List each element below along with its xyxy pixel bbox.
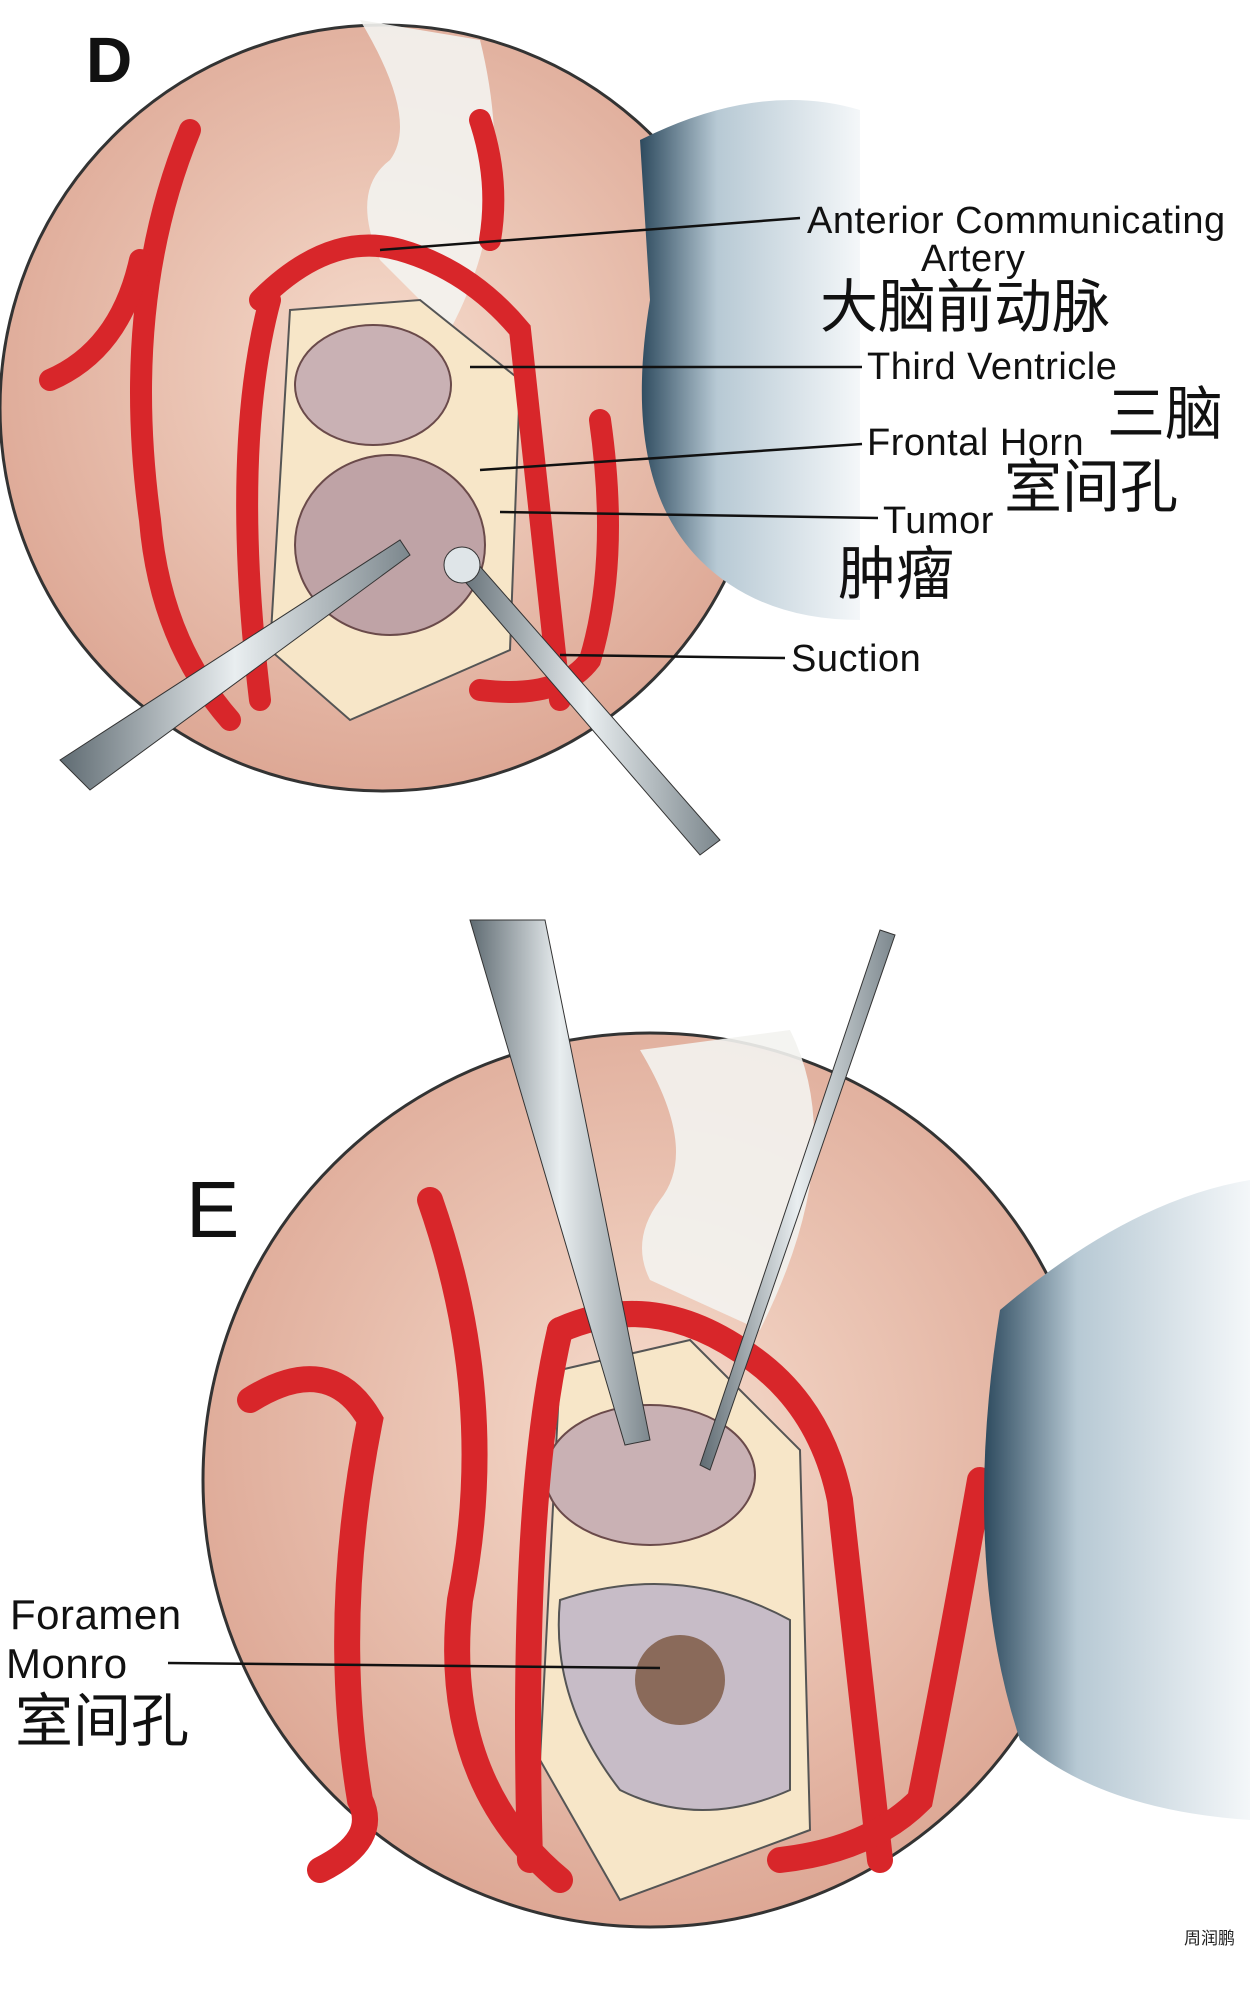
- label-foramen-zh: 室间孔: [15, 1687, 190, 1755]
- arteries-d: [39, 109, 619, 731]
- label-acoa-line2: Artery: [921, 238, 1026, 280]
- leader-line-e: [167, 1661, 661, 1670]
- forceps-d: [59, 539, 411, 791]
- label-third-ventricle-zh: 三脑: [1107, 380, 1224, 448]
- label-foramen-line1: Foramen: [10, 1591, 182, 1638]
- dissector-e: [699, 929, 896, 1471]
- foramen-of-monro: [635, 1635, 725, 1725]
- panel-letter-e: E: [186, 1165, 240, 1254]
- forceps-e: [469, 919, 651, 1446]
- retractor-e: [984, 1180, 1250, 1820]
- retractor-d: [640, 100, 860, 620]
- label-acoa-line1: Anterior Communicating: [807, 200, 1226, 242]
- label-tumor: Tumor: [883, 500, 994, 542]
- watermark: 周润鹏: [1184, 1929, 1235, 1948]
- label-acoa-zh: 大脑前动脉: [820, 273, 1111, 341]
- label-third-ventricle: Third Ventricle: [867, 346, 1118, 388]
- third-ventricle-mass: [294, 324, 452, 446]
- label-frontal-horn: Frontal Horn: [867, 422, 1085, 464]
- panel-d-view: [0, 20, 879, 856]
- label-tumor-zh: 肿瘤: [838, 540, 955, 608]
- panel-letter-d: D: [86, 24, 133, 96]
- label-suction: Suction: [791, 638, 922, 680]
- panel-e-view: [167, 919, 1250, 1929]
- label-frontal-horn-zh: 室间孔: [1004, 453, 1179, 521]
- leader-lines-d: [379, 216, 879, 660]
- label-foramen-line2: Monro: [6, 1640, 128, 1687]
